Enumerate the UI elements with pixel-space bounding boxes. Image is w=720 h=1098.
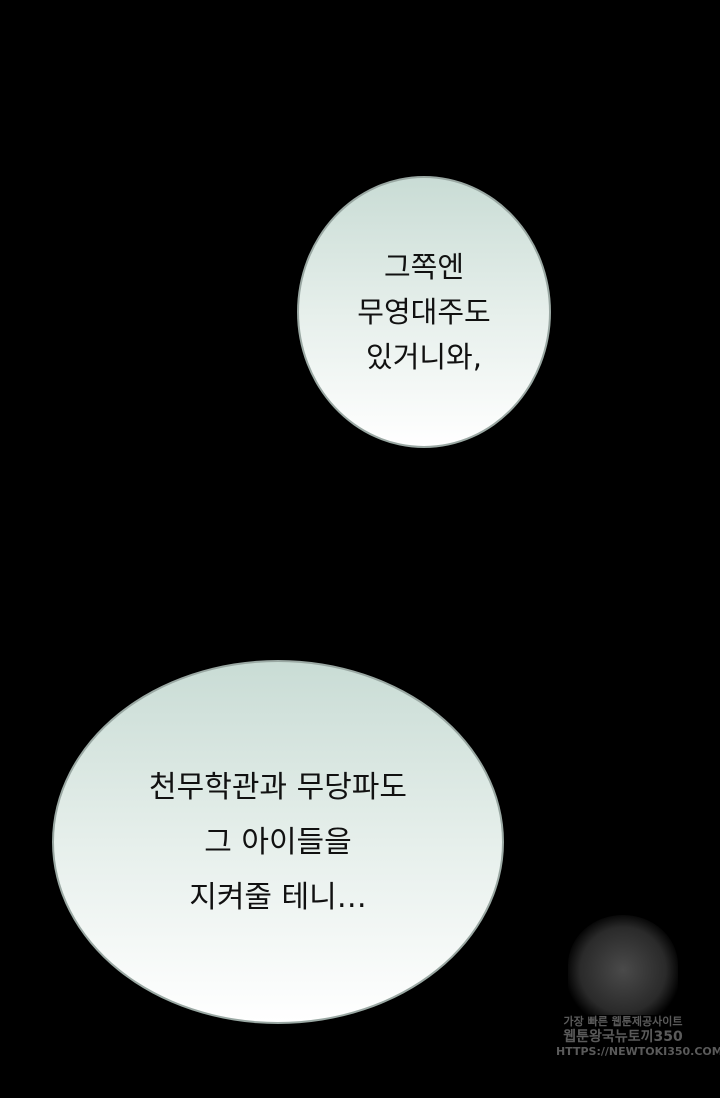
speech-bubble-2: 천무학관과 무당파도 그 아이들을 지켜줄 테니…: [52, 660, 504, 1024]
bubble-line: 그쪽엔: [383, 249, 465, 284]
watermark-line-3: HTTPS://NEWTOKI350.COM: [556, 1045, 720, 1058]
watermark-line-2: 웹툰왕국뉴토끼350: [563, 1029, 683, 1045]
bubble-line: 지켜줄 테니…: [189, 879, 367, 915]
watermark-mascot-icon: [568, 915, 678, 1015]
bubble-line: 있거니와,: [366, 339, 482, 374]
bubble-line: 그 아이들을: [204, 824, 352, 860]
bubble-line: 무영대주도: [357, 294, 491, 329]
bubble-line: 천무학관과 무당파도: [149, 769, 407, 805]
watermark-line-1: 가장 빠른 웹툰제공사이트: [563, 1015, 683, 1028]
speech-bubble-1: 그쪽엔 무영대주도 있거니와,: [297, 176, 551, 448]
watermark: 가장 빠른 웹툰제공사이트 웹툰왕국뉴토끼350 HTTPS://NEWTOKI…: [556, 915, 720, 1059]
